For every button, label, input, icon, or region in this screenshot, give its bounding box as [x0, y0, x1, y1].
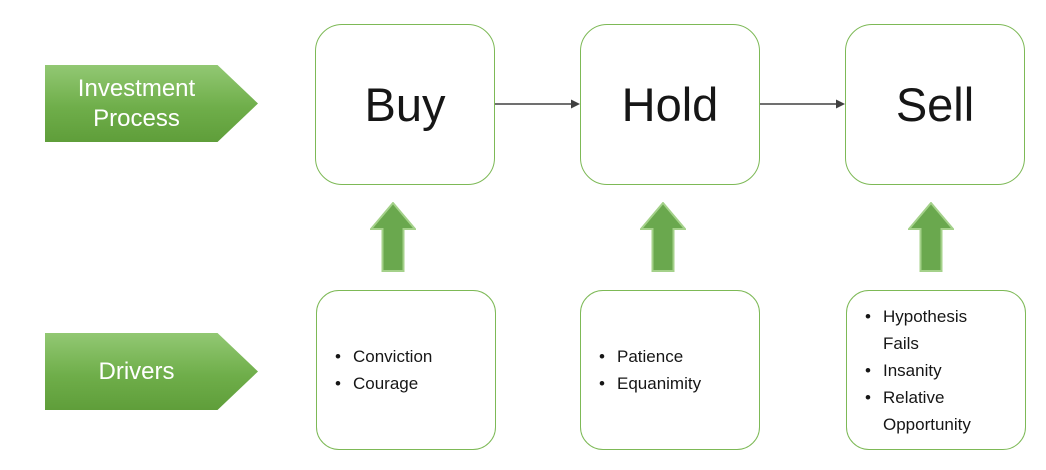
- drivers-list: Hypothesis Fails Insanity Relative Oppor…: [857, 303, 995, 438]
- drivers-box-hold: Patience Equanimity: [580, 290, 760, 450]
- stage-box-buy: Buy: [315, 24, 495, 185]
- drivers-list: Patience Equanimity: [591, 343, 747, 397]
- stage-label: Hold: [621, 78, 719, 131]
- row-label-text: Investment Process: [77, 74, 196, 132]
- driver-item: Conviction: [327, 343, 483, 370]
- row-label-investment-process: Investment Process: [45, 65, 258, 142]
- stage-label: Sell: [895, 78, 975, 131]
- stage-box-sell: Sell: [845, 24, 1025, 185]
- driver-item: Hypothesis Fails: [857, 303, 995, 357]
- stage-box-hold: Hold: [580, 24, 760, 185]
- driver-item: Insanity: [857, 357, 995, 384]
- driver-item: Courage: [327, 370, 483, 397]
- up-arrow-hold-drivers-icon: [640, 202, 686, 272]
- stage-label: Buy: [364, 78, 446, 131]
- row-label-text: Drivers: [98, 357, 175, 385]
- drivers-box-sell: Hypothesis Fails Insanity Relative Oppor…: [846, 290, 1026, 450]
- up-arrow-sell-drivers-icon: [908, 202, 954, 272]
- driver-item: Patience: [591, 343, 747, 370]
- row-label-drivers: Drivers: [45, 333, 258, 410]
- driver-item: Relative Opportunity: [857, 384, 995, 438]
- drivers-box-buy: Conviction Courage: [316, 290, 496, 450]
- driver-item: Equanimity: [591, 370, 747, 397]
- up-arrow-buy-drivers-icon: [370, 202, 416, 272]
- drivers-list: Conviction Courage: [327, 343, 483, 397]
- flow-arrow-hold-to-sell: [760, 99, 845, 109]
- flow-arrow-buy-to-hold: [495, 99, 580, 109]
